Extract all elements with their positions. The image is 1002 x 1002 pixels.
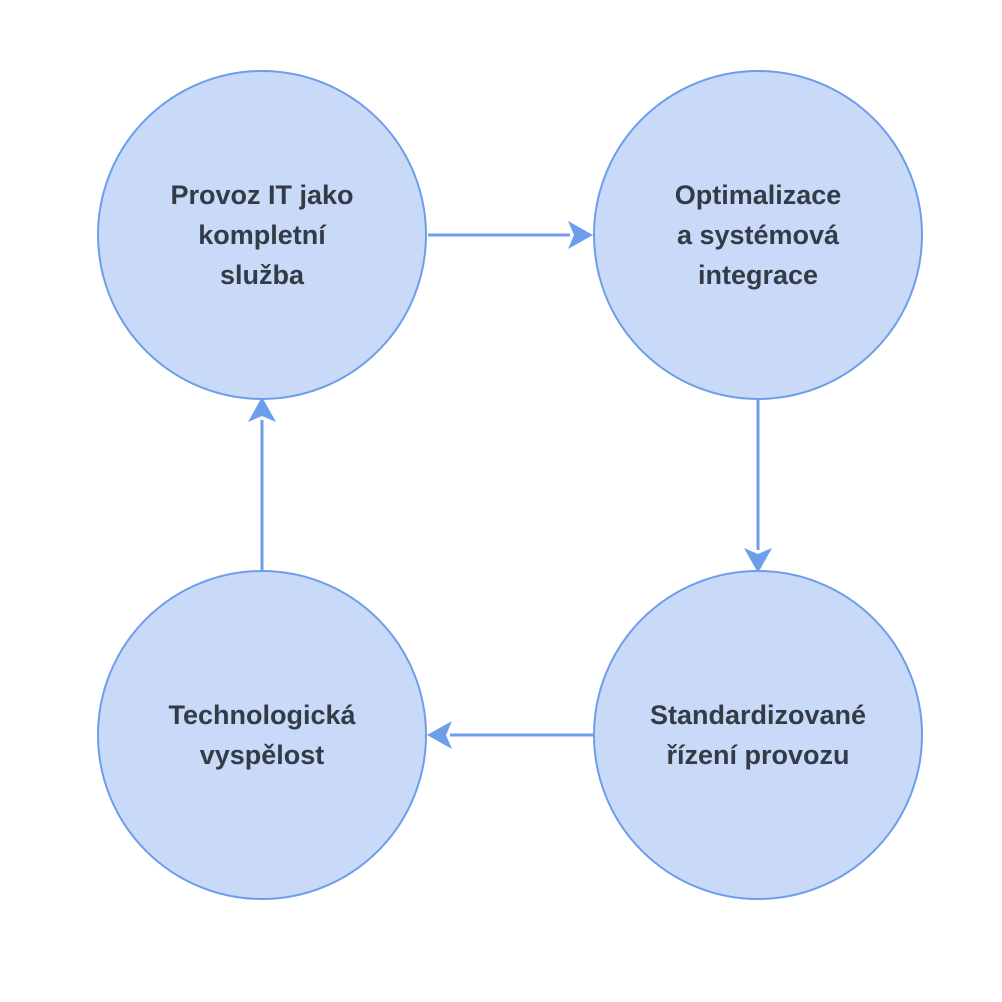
node-label-line: Optimalizace — [674, 180, 842, 210]
arrow-standardizovane-to-technologicka — [427, 721, 593, 749]
node-label: Technologická vyspělost — [142, 695, 382, 775]
node-label: Provoz IT jako kompletní služba — [142, 175, 382, 295]
node-optimalizace: Optimalizace a systémová integrace — [593, 70, 923, 400]
node-label-line: kompletní — [198, 220, 326, 250]
node-label: Standardizované řízení provozu — [638, 695, 878, 775]
node-label-line: řízení provozu — [666, 740, 850, 770]
arrow-head-icon — [248, 397, 276, 422]
node-standardizovane: Standardizované řízení provozu — [593, 570, 923, 900]
arrow-head-icon — [427, 721, 452, 749]
arrow-head-icon — [568, 221, 593, 249]
node-label-line: integrace — [697, 260, 819, 290]
arrow-head-icon — [744, 548, 772, 573]
node-label-line: Provoz IT jako — [170, 180, 354, 210]
node-label: Optimalizace a systémová integrace — [638, 175, 878, 295]
arrow-technologicka-to-provoz — [248, 397, 276, 572]
node-provoz-it: Provoz IT jako kompletní služba — [97, 70, 427, 400]
arrow-optimalizace-to-standardizovane — [744, 398, 772, 573]
node-label-line: služba — [219, 260, 305, 290]
arrow-provoz-to-optimalizace — [428, 221, 593, 249]
node-technologicka: Technologická vyspělost — [97, 570, 427, 900]
node-label-line: vyspělost — [199, 740, 325, 770]
node-label-line: Technologická — [168, 700, 356, 730]
node-label-line: Standardizované — [649, 700, 867, 730]
node-label-line: a systémová — [676, 220, 840, 250]
